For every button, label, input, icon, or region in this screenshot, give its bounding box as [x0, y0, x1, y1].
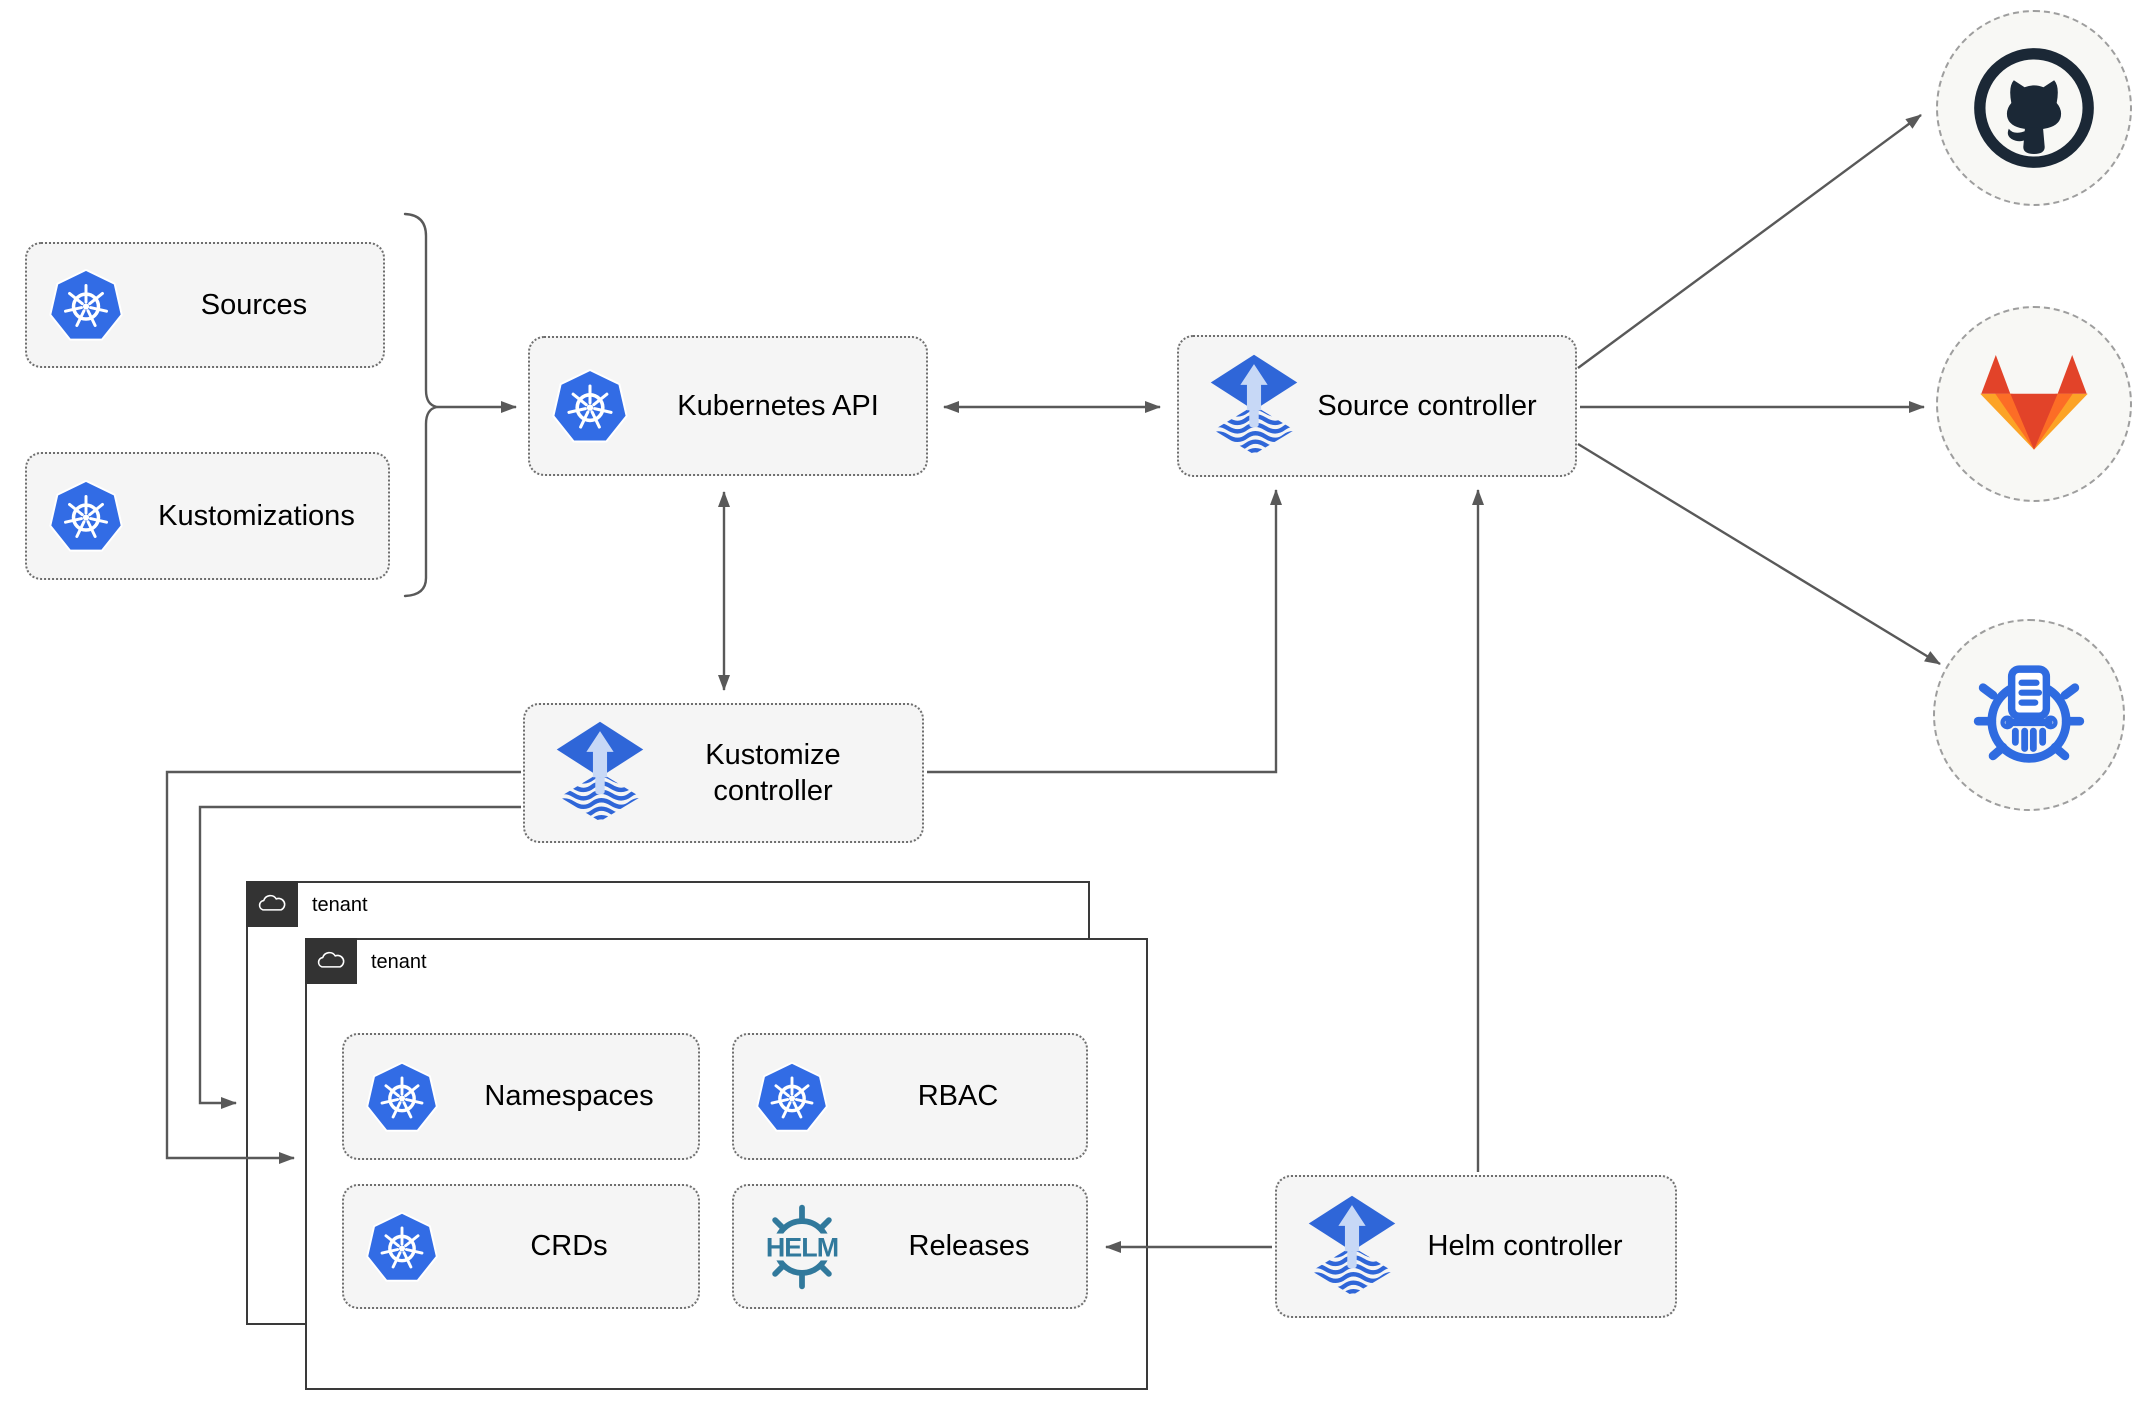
node-kustomize-controller-label: Kustomize controller [705, 738, 841, 807]
node-source-controller: Source controller [1177, 335, 1577, 477]
cloud-icon [256, 893, 288, 915]
gitlab-tanuki-icon [1980, 355, 2088, 454]
endpoint-github [1936, 10, 2132, 206]
edge-source-controller-to-github [1577, 114, 1922, 369]
kubernetes-icon [364, 1059, 440, 1135]
endpoint-gitlab [1936, 306, 2132, 502]
node-releases: HELM Releases [732, 1184, 1088, 1309]
edge-brace-sources-group [403, 212, 438, 598]
node-crds-label: CRDs [530, 1230, 608, 1263]
helm-wordmark: HELM [766, 1232, 838, 1262]
tenant-inner-label: tenant [371, 951, 427, 973]
node-releases-label: Releases [908, 1230, 1030, 1263]
node-rbac-label: RBAC [917, 1080, 999, 1113]
tenant-outer-tag [246, 881, 298, 927]
github-octocat-icon [1971, 45, 2097, 171]
node-kustomizations: Kustomizations [25, 452, 390, 580]
node-sources: Sources [25, 242, 385, 368]
node-source-controller-label: Source controller [1317, 389, 1537, 422]
node-kubernetes-api: Kubernetes API [528, 336, 928, 476]
chartmuseum-helm-repository-icon [1967, 653, 2091, 777]
flux-icon [553, 718, 647, 828]
node-crds: CRDs [342, 1184, 700, 1309]
kubernetes-icon [550, 366, 630, 446]
node-namespaces: Namespaces [342, 1033, 700, 1160]
node-helm-controller: Helm controller [1275, 1175, 1677, 1318]
node-kustomizations-label: Kustomizations [158, 499, 355, 532]
node-kustomize-controller: Kustomize controller [523, 703, 924, 843]
helm-icon: HELM [752, 1199, 852, 1295]
node-namespaces-label: Namespaces [484, 1080, 654, 1113]
node-helm-controller-label: Helm controller [1427, 1230, 1623, 1263]
node-sources-label: Sources [200, 288, 308, 321]
cloud-icon [315, 950, 347, 972]
kubernetes-icon [47, 266, 125, 344]
edge-source-controller-to-helm-repository [1577, 442, 1941, 666]
kubernetes-icon [47, 477, 125, 555]
flux-icon [1207, 351, 1301, 461]
kubernetes-icon [754, 1059, 830, 1135]
tenant-inner-tag [305, 938, 357, 984]
tenant-outer-label: tenant [312, 894, 368, 916]
node-kubernetes-api-label: Kubernetes API [677, 389, 879, 422]
kubernetes-icon [364, 1209, 440, 1285]
flux-icon [1305, 1192, 1399, 1302]
tenant-inner-container: tenant [305, 938, 1148, 1390]
node-rbac: RBAC [732, 1033, 1088, 1160]
endpoint-helm-repository [1933, 619, 2125, 811]
edge-kustomize-controller-to-source-controller [927, 489, 1282, 774]
